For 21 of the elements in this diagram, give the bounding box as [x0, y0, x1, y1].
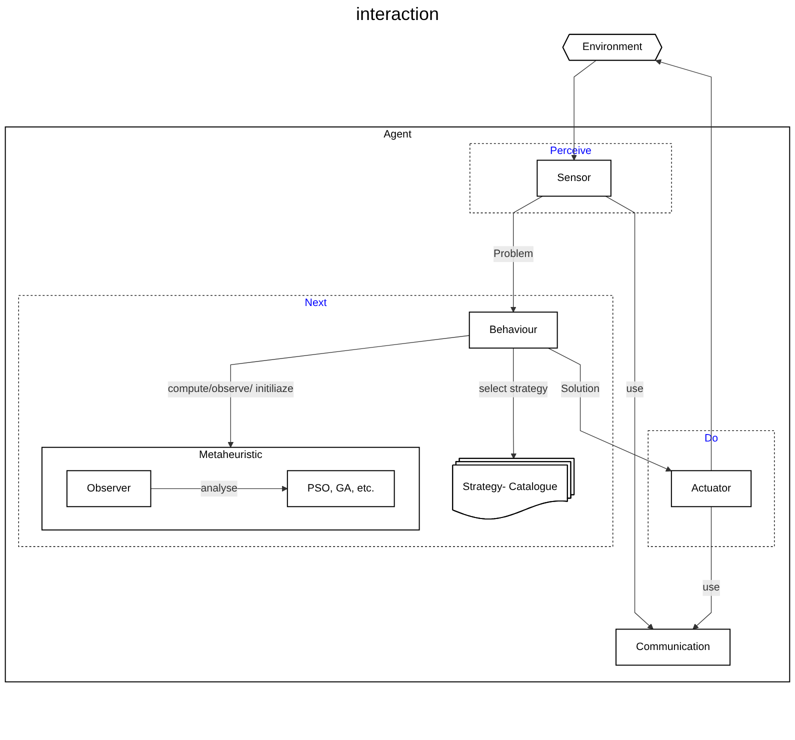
arrow — [571, 60, 596, 160]
arrow — [655, 59, 712, 471]
arrow — [548, 348, 672, 472]
edge-label: compute/observe/ initiliaze — [168, 383, 294, 395]
node-box: Communication — [616, 628, 731, 666]
edge-label: use — [702, 582, 720, 594]
edge-label: select strategy — [478, 383, 548, 395]
edge-label: use — [626, 383, 644, 395]
edge-label: analyse — [200, 482, 238, 494]
node-box: Behaviour — [468, 312, 558, 349]
arrow — [605, 196, 654, 630]
node-box: Observer — [66, 470, 152, 508]
edge-label: Solution — [561, 383, 600, 395]
arrow — [510, 196, 543, 312]
arrow — [692, 506, 712, 630]
node-box: PSO, GA, etc. — [286, 470, 395, 508]
node-box: Sensor — [536, 160, 612, 197]
note-text: interaction — [356, 4, 440, 24]
edge-label: Problem — [493, 248, 534, 260]
node-box: Actuator — [670, 470, 752, 508]
arrow — [228, 335, 470, 448]
